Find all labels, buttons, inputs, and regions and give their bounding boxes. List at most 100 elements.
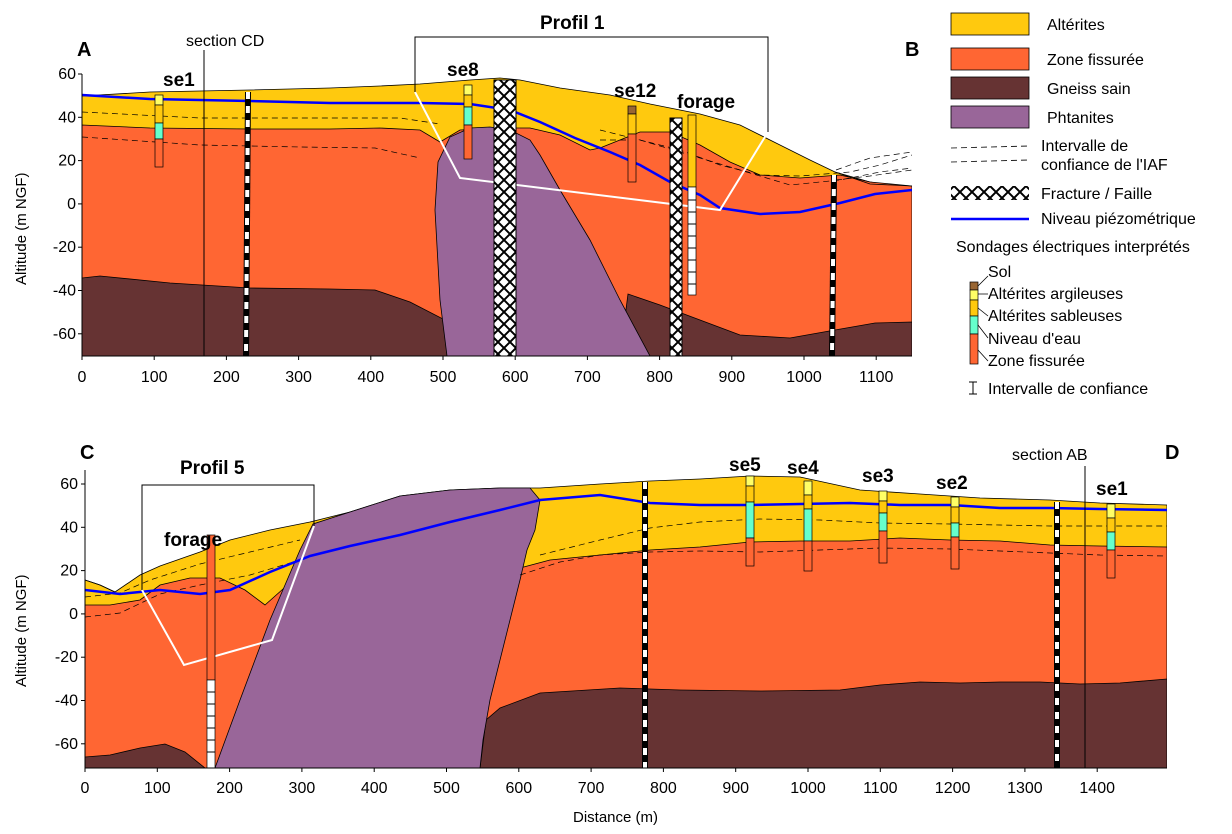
bottom-se4-label: se4 [787, 458, 819, 479]
top-iaf-extension [835, 151, 913, 171]
legend-soundings-title: Sondages électriques interprétés [956, 239, 1190, 256]
corner-label-b: B [905, 39, 919, 61]
top-iaf-extension-2 [835, 169, 913, 181]
top-x-tick-4: 400 [357, 369, 384, 386]
legend-confidence-symbol [969, 381, 977, 395]
bottom-profil-box [141, 484, 315, 590]
bottom-x-tick-9: 900 [722, 780, 749, 797]
bottom-se1-label: se1 [1096, 479, 1128, 500]
bottom-x-tick-0: 0 [81, 780, 90, 797]
top-se12-label: se12 [614, 81, 656, 102]
bottom-ylabel: Altitude (m NGF) [13, 574, 30, 687]
top-forage-label: forage [677, 92, 735, 113]
top-x-tick-0: 0 [78, 369, 87, 386]
top-y-tick-3: 0 [67, 196, 76, 213]
bottom-se5-label: se5 [729, 455, 761, 476]
top-x-tick-2: 200 [213, 369, 240, 386]
bottom-gneiss-right-layer [479, 678, 1167, 768]
legend-sounding-sableuses: Altérites sableuses [988, 308, 1122, 325]
top-x-tick-11: 1100 [859, 369, 894, 386]
bottom-profil-label: Profil 5 [180, 458, 245, 479]
bottom-x-tick-2: 200 [216, 780, 243, 797]
bottom-y-tick-6: -60 [55, 736, 78, 753]
bottom-sounding-se3: se3 [862, 466, 894, 564]
bottom-x-tick-8: 800 [650, 780, 677, 797]
top-x-tick-5: 500 [430, 369, 457, 386]
bottom-phtanites-layer [214, 487, 541, 768]
legend-label-zone-fissuree: Zone fissurée [1047, 52, 1144, 69]
corner-label-c: C [80, 442, 94, 464]
bottom-y-tick-2: 20 [60, 563, 78, 580]
top-profil-label: Profil 1 [540, 13, 605, 34]
legend-iaf-line2: confiance de l'IAF [1041, 157, 1168, 174]
top-fracture-1-w [244, 91, 250, 357]
top-gneiss-layer [82, 275, 471, 356]
top-y-tick-6: -60 [53, 326, 76, 343]
top-se8-label: se8 [447, 60, 479, 81]
top-gneiss-right-layer [619, 293, 912, 356]
legend-iaf-symbol [950, 145, 1030, 163]
top-se1-label: se1 [163, 70, 195, 91]
bottom-x-tick-1: 100 [144, 780, 171, 797]
top-piezometric-line [82, 93, 912, 216]
bottom-sounding-se5: se5 [729, 455, 761, 567]
top-y-tick-2: 20 [58, 153, 76, 170]
top-section: section CD Profil 1 se1 se8 se12 [13, 13, 919, 386]
corner-label-d: D [1165, 442, 1179, 464]
bottom-x-tick-6: 600 [505, 780, 532, 797]
top-x-tick-9: 900 [718, 369, 745, 386]
legend-label-alterites: Altérites [1047, 17, 1105, 34]
bottom-section-ab-label: section AB [1012, 447, 1088, 464]
top-fault-hatch-2 [669, 117, 683, 357]
top-sounding-se8: se8 [447, 60, 479, 160]
bottom-x-tick-11: 1100 [863, 780, 898, 797]
bottom-y-tick-5: -40 [55, 693, 78, 710]
top-x-tick-1: 100 [141, 369, 168, 386]
bottom-sounding-se4: se4 [787, 458, 819, 572]
top-axes [81, 74, 912, 357]
bottom-sounding-forage: forage [164, 530, 222, 769]
legend-swatch-zone-fissuree [950, 47, 1030, 71]
bottom-profil-white-outline [141, 525, 315, 667]
legend-sounding-fissuree: Zone fissurée [988, 353, 1085, 370]
legend-label-gneiss: Gneiss sain [1047, 81, 1131, 98]
legend-label-phtanites: Phtanites [1047, 110, 1114, 127]
bottom-se2-label: se2 [936, 473, 968, 494]
bottom-se3-label: se3 [862, 466, 894, 487]
bottom-x-tick-14: 1400 [1079, 780, 1115, 797]
legend-fracture-symbol [951, 186, 1029, 200]
corner-label-a: A [77, 39, 91, 61]
top-section-cd-label: section CD [186, 33, 264, 50]
bottom-gneiss-left-layer [85, 743, 206, 768]
top-fault-hatch-1 [493, 79, 517, 357]
top-x-tick-8: 800 [646, 369, 673, 386]
top-x-tick-7: 700 [574, 369, 601, 386]
legend-sounding-sol: Sol [988, 264, 1011, 281]
top-y-tick-5: -40 [53, 283, 76, 300]
bottom-y-tick-0: 60 [60, 476, 78, 493]
legend-sounding-argileuses: Altérites argileuses [988, 286, 1123, 303]
bottom-surface-left [84, 579, 116, 593]
top-y-tick-4: -20 [53, 239, 76, 256]
top-section-layers [82, 77, 912, 356]
bottom-xlabel: Distance (m) [573, 809, 658, 826]
bottom-y-tick-4: -20 [55, 649, 78, 666]
top-y-tick-1: 40 [58, 109, 76, 126]
top-sounding-se1: se1 [154, 70, 195, 168]
top-profil-white-outline [414, 91, 769, 212]
bottom-sounding-se1: se1 [1096, 479, 1128, 579]
legend-piezo-label: Niveau piézométrique [1041, 211, 1196, 228]
bottom-y-tick-3: 0 [69, 606, 78, 623]
top-x-tick-6: 600 [502, 369, 529, 386]
legend-swatch-gneiss [950, 76, 1030, 100]
bottom-x-tick-13: 1300 [1007, 780, 1043, 797]
top-iaf-upper [82, 111, 912, 177]
bottom-x-tick-7: 700 [578, 780, 605, 797]
top-sounding-forage: forage [677, 92, 735, 296]
bottom-sounding-se2: se2 [936, 473, 968, 570]
top-x-tick-10: 1000 [786, 369, 822, 386]
